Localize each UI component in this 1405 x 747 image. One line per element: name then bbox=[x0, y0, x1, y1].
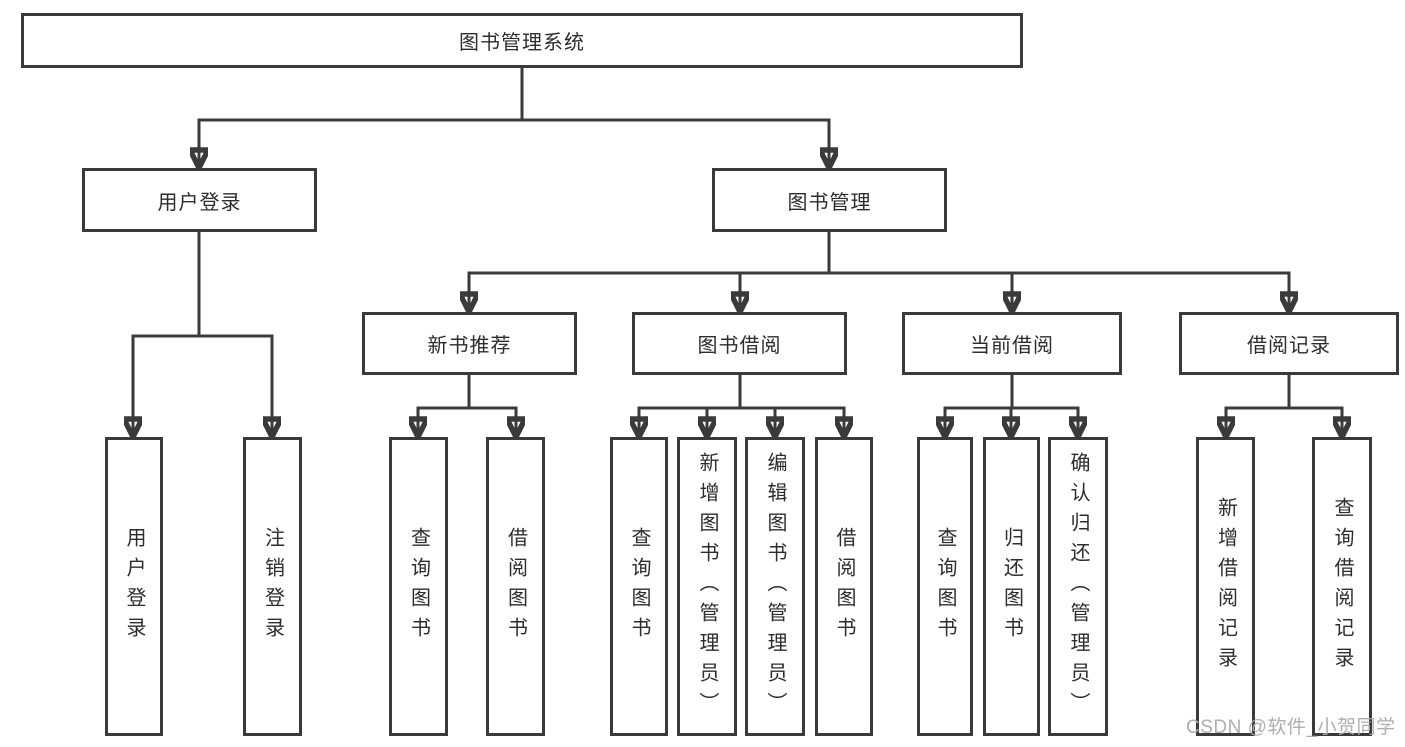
csdn-watermark: CSDN @软件_小贺同学 bbox=[1186, 717, 1396, 738]
node-label: 查询图书 bbox=[407, 526, 430, 647]
node-label: 用户登录 bbox=[123, 526, 145, 647]
node-label: 查询图书 bbox=[934, 526, 956, 647]
node-label: 注销登录 bbox=[261, 526, 284, 647]
leaf-current-return-books: 归还图书 bbox=[983, 437, 1040, 736]
node-user-login: 用户登录 bbox=[82, 168, 317, 232]
leaf-current-confirm-return-admin: 确认归还（管理员） bbox=[1048, 437, 1108, 736]
node-label: 图书管理系统 bbox=[459, 32, 585, 54]
node-current-borrow: 当前借阅 bbox=[902, 312, 1122, 375]
node-label: 新书推荐 bbox=[427, 335, 512, 357]
node-label: 新增图书（管理员） bbox=[696, 451, 718, 722]
node-label: 新增借阅记录 bbox=[1214, 496, 1237, 677]
leaf-newbook-borrow-books: 借阅图书 bbox=[486, 437, 545, 736]
leaf-current-query-books: 查询图书 bbox=[917, 437, 973, 736]
leaf-records-add-record: 新增借阅记录 bbox=[1196, 437, 1255, 736]
node-label: 借阅记录 bbox=[1247, 335, 1331, 357]
node-system-root: 图书管理系统 bbox=[21, 13, 1023, 68]
node-label: 编辑图书（管理员） bbox=[764, 451, 786, 722]
node-label: 当前借阅 bbox=[970, 335, 1054, 357]
node-label: 归还图书 bbox=[1000, 526, 1023, 647]
node-book-management: 图书管理 bbox=[712, 168, 947, 232]
node-label: 确认归还（管理员） bbox=[1067, 451, 1089, 722]
node-label: 借阅图书 bbox=[504, 526, 527, 647]
node-label: 图书管理 bbox=[787, 191, 872, 214]
leaf-borrow-query-books: 查询图书 bbox=[610, 437, 668, 736]
node-label: 用户登录 bbox=[157, 191, 242, 214]
leaf-user-login: 用户登录 bbox=[105, 437, 163, 736]
node-new-book-recommend: 新书推荐 bbox=[362, 312, 577, 375]
node-label: 借阅图书 bbox=[833, 526, 855, 647]
node-book-borrow: 图书借阅 bbox=[632, 312, 847, 375]
leaf-borrow-add-books-admin: 新增图书（管理员） bbox=[677, 437, 737, 736]
node-label: 图书借阅 bbox=[697, 335, 782, 357]
node-borrow-records: 借阅记录 bbox=[1179, 312, 1399, 375]
node-label: 查询借阅记录 bbox=[1331, 496, 1353, 677]
leaf-borrow-borrow-books: 借阅图书 bbox=[815, 437, 873, 736]
leaf-borrow-edit-books-admin: 编辑图书（管理员） bbox=[745, 437, 805, 736]
leaf-logout: 注销登录 bbox=[243, 437, 302, 736]
leaf-records-query-record: 查询借阅记录 bbox=[1312, 437, 1372, 736]
node-label: 查询图书 bbox=[628, 526, 650, 647]
leaf-newbook-query-books: 查询图书 bbox=[389, 437, 448, 736]
